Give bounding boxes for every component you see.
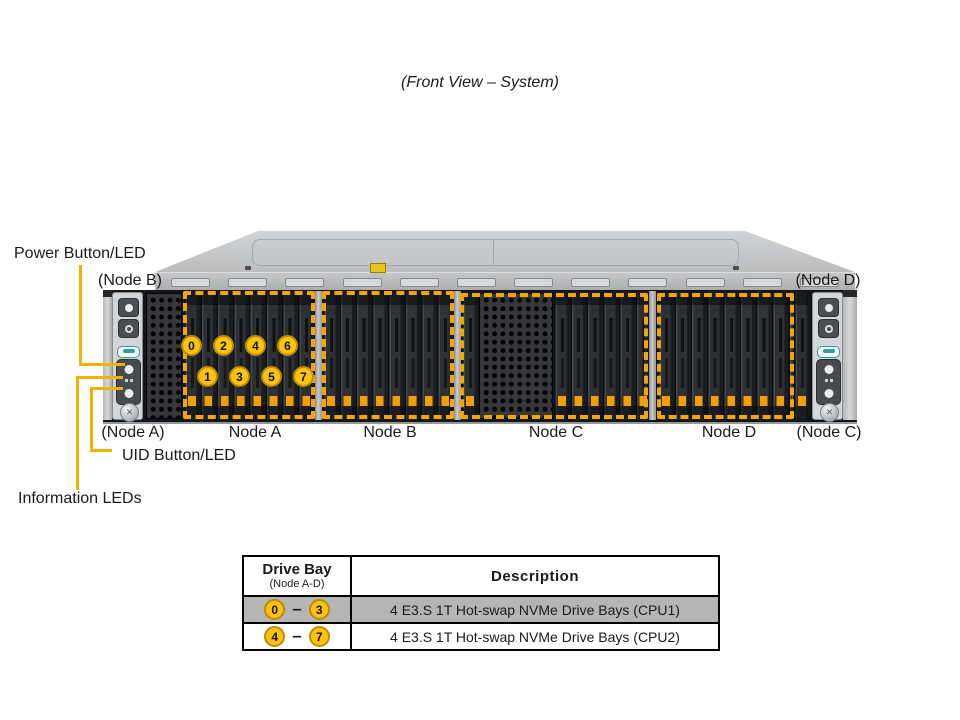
node-c-bay-label: Node C	[528, 424, 584, 441]
drive-bays-node-d	[658, 292, 793, 420]
bay-callout-3: 3	[229, 366, 250, 387]
bay-callout-4: 4	[245, 335, 266, 356]
node-c-corner-label: (Node C)	[796, 424, 862, 441]
information-leds-icon	[124, 379, 133, 382]
supermicro-logo	[117, 346, 140, 358]
chassis-rail-right	[843, 290, 857, 420]
node-d-frame	[657, 293, 794, 419]
panel-button-top-icon	[818, 298, 839, 317]
bay-callout-0: 0	[181, 335, 202, 356]
drive-bay-edge	[794, 292, 808, 420]
table-row-description: 4 E3.S 1T Hot-swap NVMe Drive Bays (CPU2…	[352, 624, 718, 649]
lid-screw-right	[733, 266, 739, 270]
uid-callout-line	[90, 449, 112, 452]
bay-circle: 4	[264, 626, 286, 647]
supermicro-logo	[817, 346, 840, 358]
node-b-frame	[322, 291, 454, 419]
uid-callout-line	[90, 387, 93, 452]
node-c-frame	[460, 293, 648, 419]
control-panel-node-ab: ✕	[112, 292, 143, 422]
uid-callout-line	[90, 387, 123, 390]
power-callout-line	[79, 363, 125, 366]
uid-button-label: UID Button/LED	[122, 447, 236, 464]
uid-button-icon	[824, 389, 833, 398]
bay-callout-6: 6	[277, 335, 298, 356]
node-b-bay-label: Node B	[363, 424, 417, 441]
bay-circle: 7	[308, 626, 330, 647]
power-button-label: Power Button/LED	[14, 245, 146, 262]
information-leds-icon	[824, 379, 833, 382]
table-row-range: 4 – 7	[244, 624, 350, 649]
node-b-corner-label: (Node B)	[97, 272, 163, 289]
power-button-icon	[824, 365, 833, 374]
chassis-rail-left	[103, 290, 112, 420]
panel-button-reset-icon	[818, 319, 839, 338]
bay-circle: 0	[264, 599, 286, 620]
thumbscrew-icon: ✕	[820, 403, 839, 422]
uid-button-icon	[124, 389, 133, 398]
vent-grille-node-c	[479, 293, 553, 419]
bay-callout-5: 5	[261, 366, 282, 387]
chassis-front-rim	[155, 272, 855, 290]
panel-lower-button-group	[816, 359, 841, 405]
table-row-description: 4 E3.S 1T Hot-swap NVMe Drive Bays (CPU1…	[352, 597, 718, 622]
node-a-corner-label: (Node A)	[101, 424, 165, 441]
drive-bays-node-b	[323, 292, 453, 420]
info-callout-line	[76, 376, 123, 379]
node-d-bay-label: Node D	[701, 424, 757, 441]
panel-button-top-icon	[118, 298, 139, 317]
control-panel-node-cd: ✕	[812, 292, 843, 422]
information-leds-label: Information LEDs	[18, 490, 142, 507]
table-header-drive-bay: Drive Bay (Node A-D)	[244, 557, 350, 595]
panel-lower-button-group	[116, 359, 141, 405]
lid-screw-left	[245, 266, 251, 270]
node-d-corner-label: (Node D)	[795, 272, 861, 289]
table-header-description: Description	[352, 557, 718, 595]
thumbscrew-icon: ✕	[120, 403, 139, 422]
info-callout-line	[76, 376, 79, 490]
vent-grille-left	[146, 293, 182, 419]
lid-recessed-panel	[252, 239, 739, 266]
power-callout-line	[79, 265, 82, 366]
warning-sticker	[370, 263, 386, 273]
bay-callout-7: 7	[293, 366, 314, 387]
figure-title: (Front View – System)	[401, 74, 559, 91]
node-a-bay-label: Node A	[228, 424, 282, 441]
node-a-frame	[183, 291, 315, 419]
panel-button-reset-icon	[118, 319, 139, 338]
drive-bay-table: Drive Bay (Node A-D) Description 0 – 3 4…	[242, 555, 720, 651]
power-button-icon	[124, 365, 133, 374]
bay-circle: 3	[308, 599, 330, 620]
bay-callout-2: 2	[213, 335, 234, 356]
bay-callout-1: 1	[197, 366, 218, 387]
table-row-range: 0 – 3	[244, 597, 350, 622]
chassis-top-lid	[155, 231, 855, 272]
